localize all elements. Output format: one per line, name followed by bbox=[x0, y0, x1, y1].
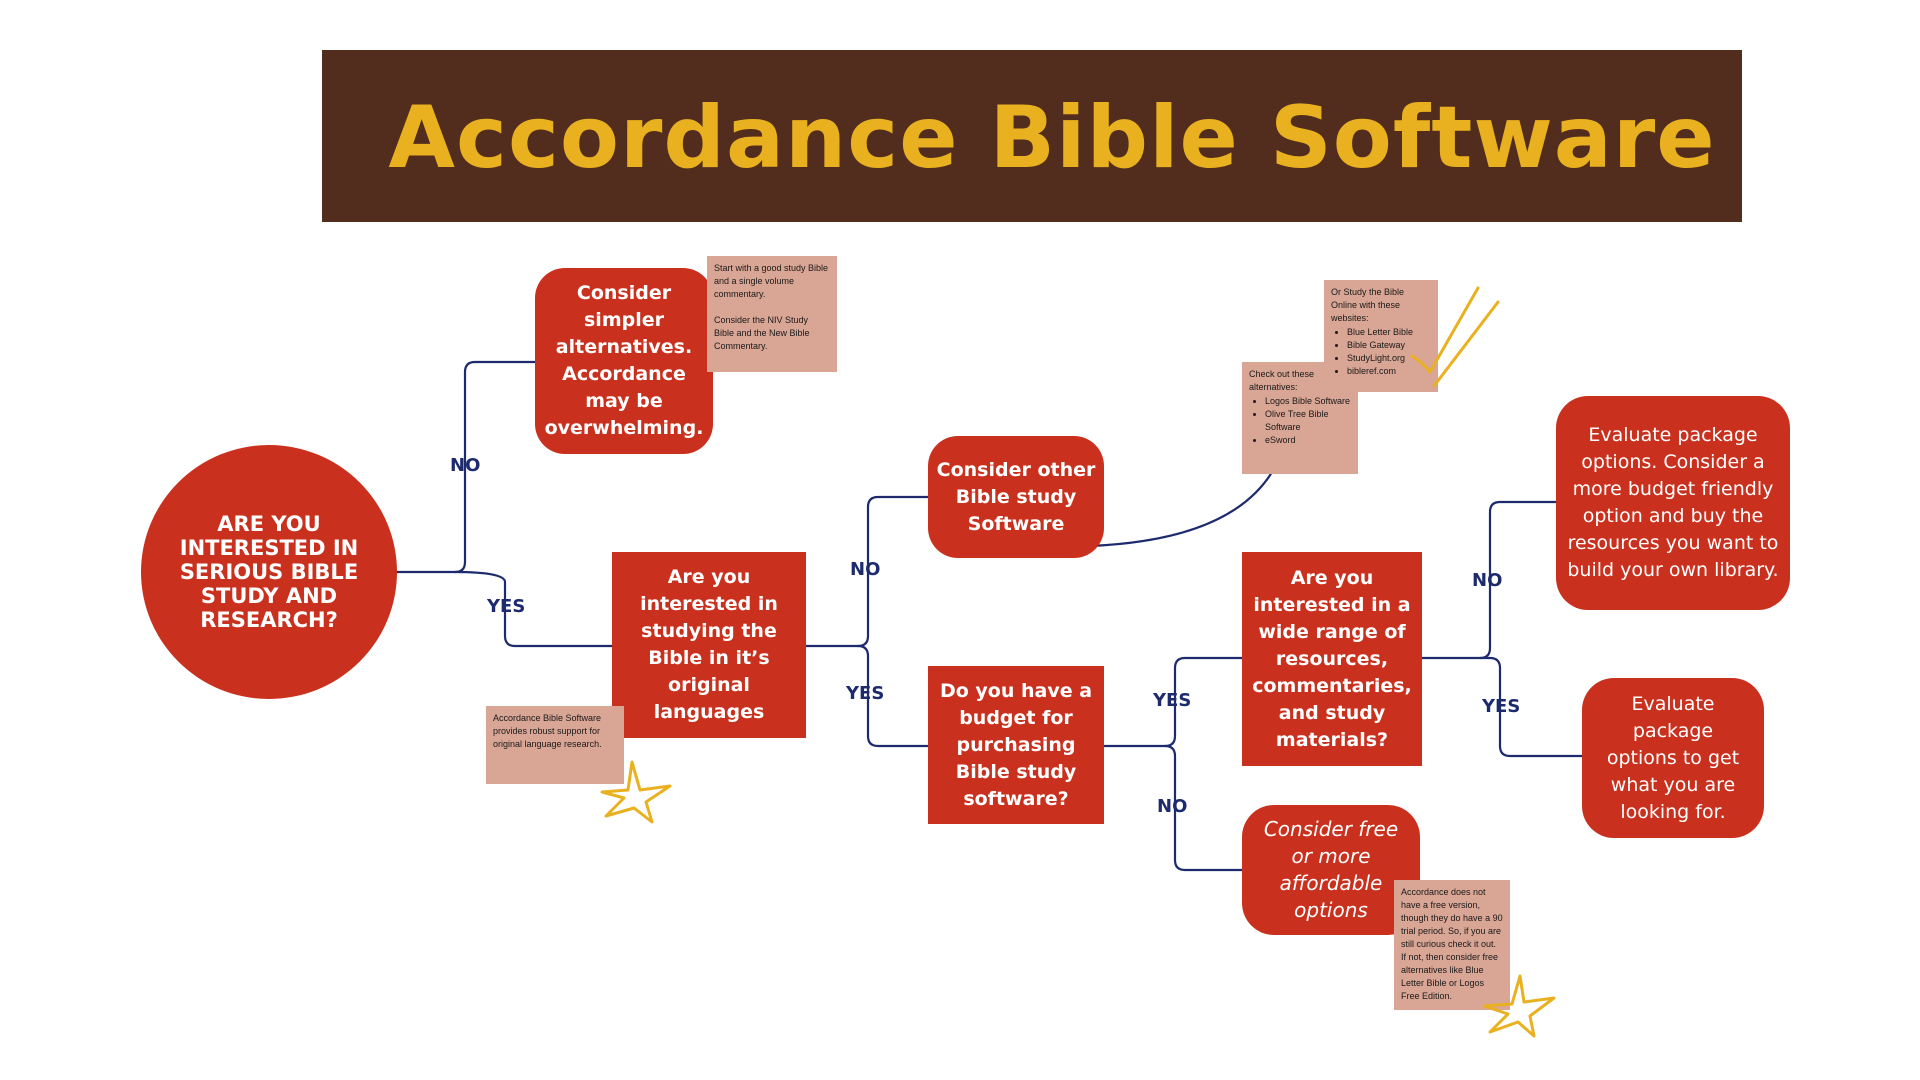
label-no-other: NO bbox=[850, 559, 881, 580]
note-study-bible-line1: Start with a good study Bible and a sing… bbox=[714, 263, 829, 299]
note-alternatives-list: Logos Bible Software Olive Tree Bible So… bbox=[1249, 395, 1351, 447]
note-websites: Or Study the Bible Online with these web… bbox=[1324, 280, 1438, 392]
note-alternatives-item: eSword bbox=[1265, 434, 1351, 447]
connector-yes-budget bbox=[856, 644, 930, 748]
label-no-evaluate-budget: NO bbox=[1472, 570, 1503, 591]
node-budget-question-text: Do you have a budget for purchasing Bibl… bbox=[939, 679, 1093, 810]
note-study-bible-line2: Consider the NIV Study Bible and the New… bbox=[714, 315, 810, 351]
connector-yes-resources bbox=[1163, 656, 1244, 748]
note-study-bible: Start with a good study Bible and a sing… bbox=[707, 256, 837, 372]
note-free-version: Accordance does not have a free version,… bbox=[1394, 880, 1510, 1010]
checkmark-doodle-icon bbox=[1410, 286, 1500, 388]
note-websites-item: StudyLight.org bbox=[1347, 352, 1431, 365]
node-consider-simpler-text: Consider simpler alternatives. Accordanc… bbox=[544, 282, 704, 439]
node-other-software-text: Consider other Bible study Software bbox=[936, 458, 1096, 535]
connector-no-simpler bbox=[453, 360, 537, 574]
node-budget-question: Do you have a budget for purchasing Bibl… bbox=[928, 666, 1104, 824]
connector-yes-languages bbox=[453, 570, 614, 648]
note-websites-item: bibleref.com bbox=[1347, 365, 1431, 378]
start-question: ARE YOU INTERESTED IN SERIOUS BIBLE STUD… bbox=[141, 445, 397, 699]
star-doodle-icon bbox=[600, 760, 672, 824]
note-websites-intro: Or Study the Bible Online with these web… bbox=[1331, 287, 1405, 323]
connector-yes-evaluate bbox=[1488, 656, 1584, 758]
node-evaluate-budget: Evaluate package options. Consider a mor… bbox=[1556, 396, 1790, 610]
note-alternatives-intro: Check out these alternatives: bbox=[1249, 369, 1315, 392]
connector-other-notes bbox=[1088, 465, 1277, 548]
label-yes-budget: YES bbox=[846, 683, 885, 704]
node-free-options: Consider free or more affordable options bbox=[1242, 805, 1420, 935]
node-evaluate-options: Evaluate package options to get what you… bbox=[1582, 678, 1764, 838]
node-resources-question-text: Are you interested in a wide range of re… bbox=[1252, 566, 1412, 751]
title-banner: Accordance Bible Software bbox=[322, 50, 1742, 222]
connector-no-free bbox=[1163, 744, 1244, 872]
note-alternatives-item: Olive Tree Bible Software bbox=[1265, 408, 1351, 434]
star-doodle-icon bbox=[1482, 974, 1556, 1038]
note-websites-list: Blue Letter Bible Bible Gateway StudyLig… bbox=[1331, 326, 1431, 378]
node-original-languages-text: Are you interested in studying the Bible… bbox=[640, 566, 778, 723]
note-original-language-text: Accordance Bible Software provides robus… bbox=[493, 713, 602, 749]
node-evaluate-options-text: Evaluate package options to get what you… bbox=[1606, 692, 1740, 823]
label-no-simpler: NO bbox=[450, 455, 481, 476]
label-yes-evaluate: YES bbox=[1482, 696, 1521, 717]
label-yes-languages: YES bbox=[487, 596, 526, 617]
note-websites-item: Bible Gateway bbox=[1347, 339, 1431, 352]
connector-no-other bbox=[856, 495, 930, 648]
start-question-text: ARE YOU INTERESTED IN SERIOUS BIBLE STUD… bbox=[179, 512, 359, 632]
node-resources-question: Are you interested in a wide range of re… bbox=[1242, 552, 1422, 766]
label-yes-resources: YES bbox=[1153, 690, 1192, 711]
note-original-language: Accordance Bible Software provides robus… bbox=[486, 706, 624, 784]
node-other-software: Consider other Bible study Software bbox=[928, 436, 1104, 558]
node-evaluate-budget-text: Evaluate package options. Consider a mor… bbox=[1567, 424, 1779, 581]
note-websites-item: Blue Letter Bible bbox=[1347, 326, 1431, 339]
node-original-languages: Are you interested in studying the Bible… bbox=[612, 552, 806, 738]
node-consider-simpler: Consider simpler alternatives. Accordanc… bbox=[535, 268, 713, 454]
note-free-version-text: Accordance does not have a free version,… bbox=[1401, 887, 1503, 1001]
node-free-options-text: Consider free or more affordable options bbox=[1263, 817, 1399, 922]
label-no-free: NO bbox=[1157, 796, 1188, 817]
note-alternatives-item: Logos Bible Software bbox=[1265, 395, 1351, 408]
connector-no-evaluate-budget bbox=[1478, 500, 1558, 660]
page-title: Accordance Bible Software bbox=[388, 88, 1716, 188]
